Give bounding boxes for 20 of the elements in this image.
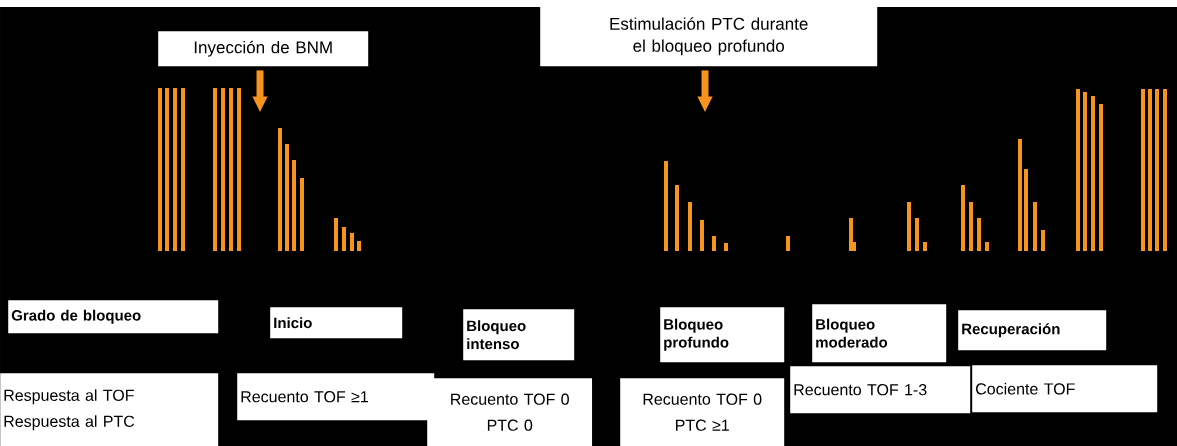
text-box: Recuento TOF ≥1 bbox=[237, 373, 435, 421]
text-box: Recuento TOF 0 PTC 0 bbox=[427, 378, 593, 446]
heading-box: Inicio bbox=[270, 307, 403, 339]
heading-box: Bloqueo profundo bbox=[660, 307, 785, 363]
node-label: PTC 0 bbox=[487, 419, 533, 431]
node-label: Cociente TOF bbox=[976, 382, 1075, 395]
callout-box: Estimulación PTC durante el bloqueo profundo bbox=[540, 6, 878, 67]
heading-box: Recuperación bbox=[958, 310, 1107, 351]
node-label: Recuento TOF 1-3 bbox=[794, 384, 927, 396]
node-label: Estimulación PTC durante el bloqueo profundo bbox=[610, 17, 808, 56]
text-box: Cociente TOF bbox=[972, 365, 1158, 413]
text-box: Recuento TOF 1-3 bbox=[790, 366, 971, 414]
heading-box: Bloqueo intenso bbox=[463, 309, 575, 361]
text-box: Recuento TOF 0 PTC ≥1 bbox=[620, 378, 785, 446]
node-label: Recuento TOF 0 bbox=[451, 393, 569, 405]
heading-box: Bloqueo moderado bbox=[812, 304, 947, 363]
node-label: Recuento TOF ≥1 bbox=[241, 391, 368, 403]
text-box: Respuesta al TOF Respuesta al PTC bbox=[0, 373, 219, 446]
heading-box: Grado de bloqueo bbox=[8, 300, 219, 334]
callout-box: Inyección de BNM bbox=[158, 31, 369, 67]
